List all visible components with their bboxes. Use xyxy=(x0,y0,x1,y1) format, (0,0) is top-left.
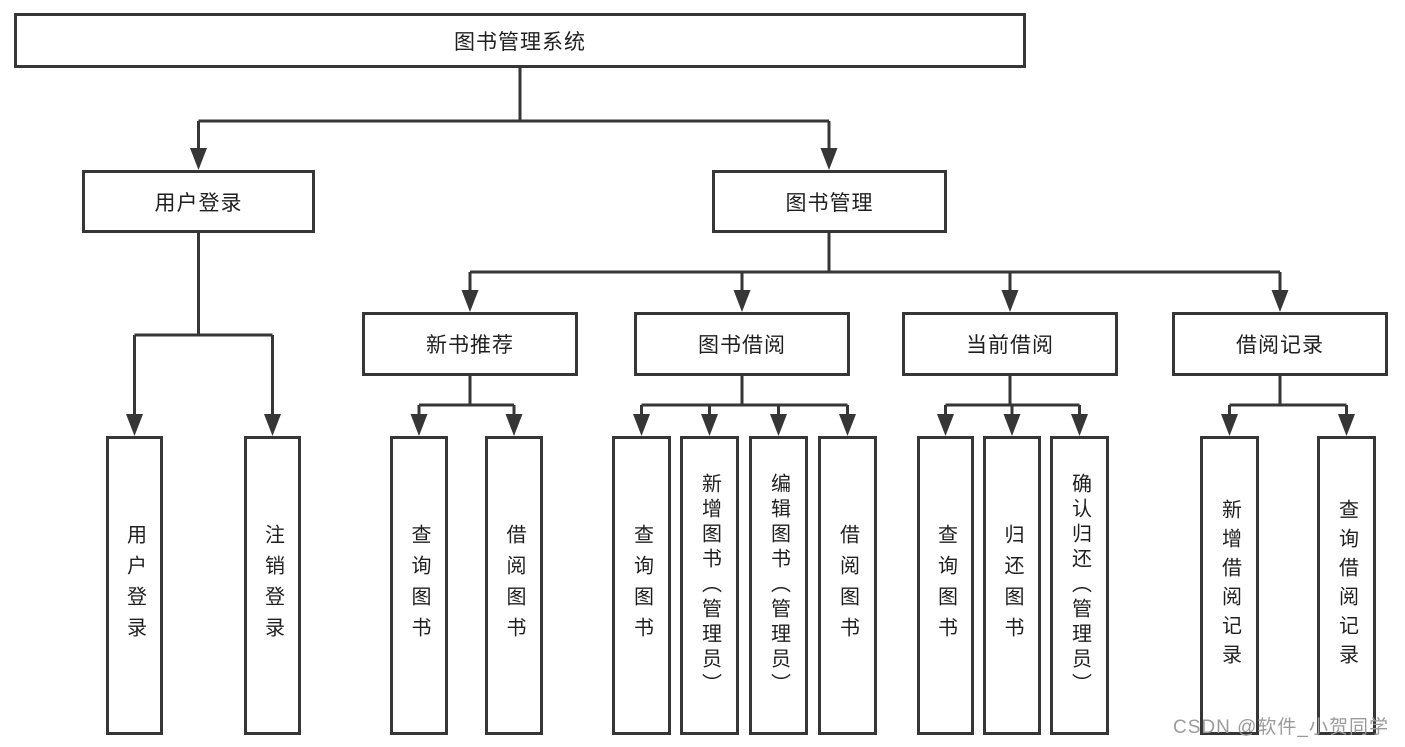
node-book-management-label: 图书管理 xyxy=(785,191,874,215)
leaf-bb-query-book: 查询图书 xyxy=(612,436,671,735)
leaf-bb-borrow-book-label: 借阅图书 xyxy=(836,523,859,648)
leaf-logout: 注销登录 xyxy=(244,436,301,735)
leaf-cb-query-book-label: 查询图书 xyxy=(934,523,957,648)
leaf-bb-edit-book-label: 编辑图书（管理员） xyxy=(767,473,790,698)
leaf-cb-confirm-return: 确认归还（管理员） xyxy=(1050,436,1109,735)
node-new-book-recommend: 新书推荐 xyxy=(362,312,578,376)
leaf-nbr-borrow-book: 借阅图书 xyxy=(485,436,543,735)
node-current-borrow-label: 当前借阅 xyxy=(966,334,1054,357)
leaf-nbr-query-book-label: 查询图书 xyxy=(408,523,430,648)
node-user-login: 用户登录 xyxy=(82,170,315,233)
node-book-borrow: 图书借阅 xyxy=(634,312,850,376)
node-current-borrow: 当前借阅 xyxy=(902,312,1118,376)
leaf-nbr-borrow-book-label: 借阅图书 xyxy=(503,523,525,648)
leaf-user-login-label: 用户登录 xyxy=(123,523,146,648)
node-user-login-label: 用户登录 xyxy=(154,191,243,215)
leaf-bb-borrow-book: 借阅图书 xyxy=(818,436,877,735)
leaf-br-query-record-label: 查询借阅记录 xyxy=(1335,498,1358,673)
leaf-cb-return-book: 归还图书 xyxy=(983,436,1041,735)
leaf-bb-add-book-label: 新增图书（管理员） xyxy=(698,473,721,698)
leaf-bb-edit-book: 编辑图书（管理员） xyxy=(749,436,808,735)
leaf-user-login: 用户登录 xyxy=(106,436,163,735)
arrowheads xyxy=(126,148,1355,436)
node-root-label: 图书管理系统 xyxy=(454,30,586,54)
leaf-bb-query-book-label: 查询图书 xyxy=(630,523,653,648)
leaf-cb-return-book-label: 归还图书 xyxy=(1001,523,1023,648)
node-borrow-record: 借阅记录 xyxy=(1172,312,1388,376)
leaf-logout-label: 注销登录 xyxy=(261,523,284,648)
leaf-br-add-record: 新增借阅记录 xyxy=(1200,436,1259,735)
leaf-br-query-record: 查询借阅记录 xyxy=(1317,436,1376,735)
node-new-book-recommend-label: 新书推荐 xyxy=(426,334,514,357)
leaf-cb-query-book: 查询图书 xyxy=(917,436,974,735)
node-root: 图书管理系统 xyxy=(14,13,1026,68)
leaf-nbr-query-book: 查询图书 xyxy=(390,436,448,735)
watermark: CSDN @软件_小贺同学 xyxy=(1173,717,1389,738)
leaf-bb-add-book: 新增图书（管理员） xyxy=(680,436,739,735)
node-book-borrow-label: 图书借阅 xyxy=(698,334,786,357)
node-book-management: 图书管理 xyxy=(712,170,947,233)
node-borrow-record-label: 借阅记录 xyxy=(1236,334,1324,357)
leaf-br-add-record-label: 新增借阅记录 xyxy=(1218,498,1241,673)
leaf-cb-confirm-return-label: 确认归还（管理员） xyxy=(1068,473,1091,698)
